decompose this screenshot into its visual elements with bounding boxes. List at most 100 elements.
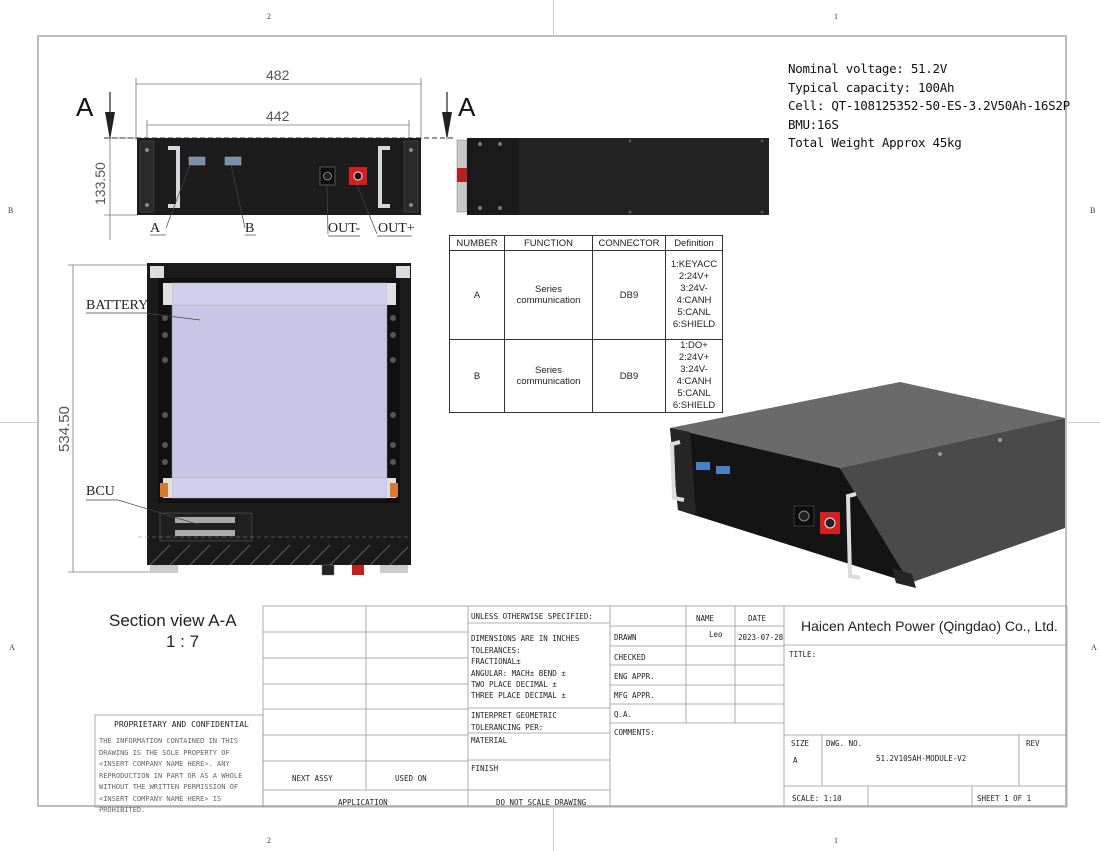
def-line: 4:CANH xyxy=(676,376,712,387)
drawing-sheet-border xyxy=(37,35,1067,807)
row-connector: DB9 xyxy=(592,339,666,413)
zone-tick xyxy=(553,808,554,851)
proprietary-line: THE INFORMATION CONTAINED IN THIS xyxy=(99,737,239,745)
section-arrow-left xyxy=(105,112,115,140)
proprietary-text: THE INFORMATION CONTAINED IN THIS DRAWIN… xyxy=(99,736,242,817)
table-row: A Series communication DB9 1:KEYACC 2:24… xyxy=(449,250,723,340)
row-definitions: 1:DO+ 2:24V+ 3:24V- 4:CANH 5:CANL 6:SHIE… xyxy=(665,339,723,413)
zone-top-2: 2 xyxy=(267,12,271,21)
def-line: 4:CANH xyxy=(676,295,712,306)
drawn-name: Leo xyxy=(709,630,723,639)
row-function: Series communication xyxy=(504,250,593,340)
def-line: 6:SHIELD xyxy=(672,400,716,411)
spec-bmu: BMU:16S xyxy=(788,116,839,132)
def-line: 2:24V+ xyxy=(678,271,710,282)
interpret-label: INTERPRET GEOMETRIC xyxy=(471,711,557,720)
label-out-plus: OUT+ xyxy=(378,221,415,236)
label-out-minus: OUT- xyxy=(328,221,361,236)
two-place-label: TWO PLACE DECIMAL ± xyxy=(471,680,557,689)
section-view-scale: 1 : 7 xyxy=(166,632,200,651)
module-isometric-render xyxy=(669,382,1065,588)
zone-left-b: B xyxy=(8,206,14,215)
col-name-header: NAME xyxy=(696,614,715,623)
spec-typical-capacity: Typical capacity: 100Ah xyxy=(788,79,955,95)
section-mark-left: A xyxy=(76,92,94,122)
def-line: 6:SHIELD xyxy=(672,319,716,330)
zone-bottom-2: 2 xyxy=(267,836,271,845)
scale-label: SCALE: 1:10 xyxy=(792,794,842,803)
zone-top-1: 1 xyxy=(834,12,838,21)
label-bcu: BCU xyxy=(86,484,115,499)
proprietary-line: PROHIBITED. xyxy=(99,806,146,814)
section-view-title: Section view A-A xyxy=(109,611,237,630)
used-on-label: USED ON xyxy=(395,774,427,783)
section-leaders xyxy=(86,312,201,526)
eng-appr-label: ENG APPR. xyxy=(614,672,655,681)
next-assy-label: NEXT ASSY xyxy=(292,774,333,783)
application-label: APPLICATION xyxy=(338,798,388,807)
label-battery: BATTERY xyxy=(86,298,149,313)
def-line: 5:CANL xyxy=(677,307,711,318)
zone-left-a: A xyxy=(9,643,15,652)
proprietary-line: REPRODUCTION IN PART OR AS A WHOLE xyxy=(99,771,243,780)
spec-block: Nominal voltage: 51.2V Typical capacity:… xyxy=(788,60,1070,153)
finish-label: FINISH xyxy=(471,764,499,773)
def-line: 3:24V- xyxy=(680,283,708,294)
dim-inner-width: 442 xyxy=(266,108,290,124)
zone-right-a: A xyxy=(1091,643,1097,652)
sheet-label: SHEET 1 OF 1 xyxy=(977,794,1032,803)
table-row: B Series communication DB9 1:DO+ 2:24V+ … xyxy=(449,339,723,413)
company-name: Haicen Antech Power (Qingdao) Co., Ltd. xyxy=(801,618,1058,634)
section-arrow-right xyxy=(442,112,452,140)
dim-overall-width: 482 xyxy=(266,67,290,83)
unless-specified: UNLESS OTHERWISE SPECIFIED: xyxy=(471,612,593,621)
label-connector-b: B xyxy=(245,221,255,236)
proprietary-line: <INSERT COMPANY NAME HERE>. ANY xyxy=(99,760,230,768)
qa-label: Q.A. xyxy=(614,710,633,719)
connector-table: NUMBER FUNCTION CONNECTOR Definition A S… xyxy=(449,235,723,413)
dwg-no-label: DWG. NO. xyxy=(826,739,863,748)
zone-bottom-1: 1 xyxy=(834,836,838,845)
size-value: A xyxy=(793,756,798,765)
col-date-header: DATE xyxy=(748,614,767,623)
def-line: 1:DO+ xyxy=(680,340,708,351)
spec-nominal-voltage: Nominal voltage: 51.2V xyxy=(788,61,947,76)
dimensions-note: DIMENSIONS ARE IN INCHES xyxy=(471,634,580,643)
side-view xyxy=(456,138,769,215)
battery-cells xyxy=(171,282,388,499)
zone-tick xyxy=(1068,422,1100,423)
def-line: 3:24V- xyxy=(680,364,708,375)
proprietary-line: DRAWING IS THE SOLE PROPERTY OF xyxy=(99,748,230,757)
proprietary-title: PROPRIETARY AND CONFIDENTIAL xyxy=(114,720,249,729)
zone-right-b: B xyxy=(1090,206,1096,215)
row-definitions: 1:KEYACC 2:24V+ 3:24V- 4:CANH 5:CANL 6:S… xyxy=(665,250,723,340)
spec-weight: Total Weight Approx 45kg xyxy=(788,135,962,150)
label-connector-a: A xyxy=(150,221,161,236)
def-line: 1:KEYACC xyxy=(670,259,718,270)
fractional-label: FRACTIONAL± xyxy=(471,657,521,666)
front-leaders xyxy=(150,164,412,237)
tolerancing-label: TOLERANCING PER: xyxy=(471,723,544,732)
material-label: MATERIAL xyxy=(471,736,508,745)
def-line: 2:24V+ xyxy=(678,352,710,363)
comments-label: COMMENTS: xyxy=(614,728,655,737)
dwg-no-value: 51.2V105AH-MODULE-V2 xyxy=(876,754,967,763)
def-line: 5:CANL xyxy=(677,388,711,399)
row-function: Series communication xyxy=(504,339,593,413)
rev-label: REV xyxy=(1026,739,1040,748)
zone-tick xyxy=(0,422,37,423)
tolerances-label: TOLERANCES: xyxy=(471,646,521,655)
front-view xyxy=(137,138,421,215)
drawn-date: 2023-07-28 xyxy=(738,633,784,642)
proprietary-line: WITHOUT THE WRITTEN PERMISSION OF xyxy=(99,783,239,791)
row-connector: DB9 xyxy=(592,250,666,340)
drawn-label: DRAWN xyxy=(614,633,637,642)
section-view xyxy=(68,263,411,576)
do-not-scale-label: DO NOT SCALE DRAWING xyxy=(496,798,587,807)
mfg-appr-label: MFG APPR. xyxy=(614,691,655,700)
size-label: SIZE xyxy=(791,739,810,748)
three-place-label: THREE PLACE DECIMAL ± xyxy=(471,691,566,700)
spec-cell: Cell: QT-108125352-50-ES-3.2V50Ah-16S2P xyxy=(788,98,1070,113)
